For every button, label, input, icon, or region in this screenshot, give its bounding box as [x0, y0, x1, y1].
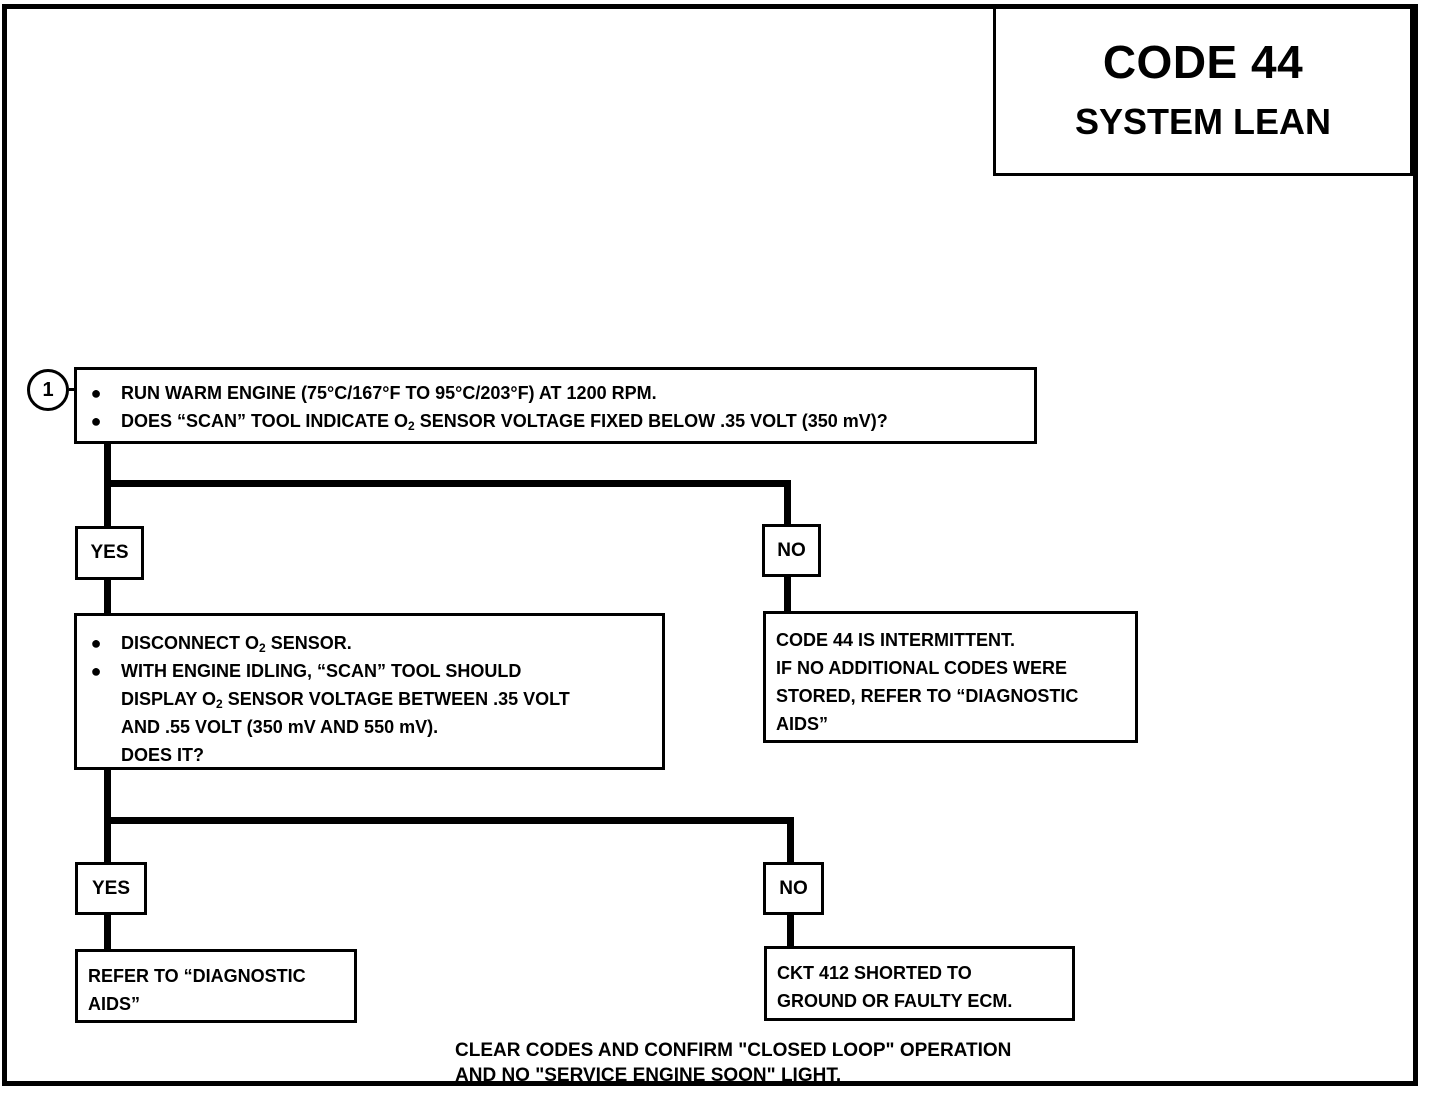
result-no-line1: CKT 412 SHORTED TO: [777, 963, 972, 983]
result-yes-line1: REFER TO “DIAGNOSTIC: [88, 966, 306, 986]
footer-note: CLEAR CODES AND CONFIRM "CLOSED LOOP" OP…: [455, 1038, 1011, 1088]
branch2-yes-label: YES: [75, 862, 147, 915]
connector-branch1-horizontal: [104, 480, 791, 487]
connector-yes2-down: [104, 915, 111, 950]
outer-frame: [2, 4, 1418, 1086]
result-yes-line2: AIDS”: [88, 994, 141, 1014]
step2-line4: AND .55 VOLT (350 mV AND 550 mV).: [121, 717, 439, 737]
step1-line1: ● RUN WARM ENGINE (75°C/167°F TO 95°C/20…: [77, 379, 1034, 407]
step2-box: ● DISCONNECT O2 SENSOR. ● WITH ENGINE ID…: [74, 613, 665, 770]
title-block: CODE 44 SYSTEM LEAN: [993, 6, 1413, 176]
connector-no1-down: [784, 577, 791, 612]
step2-line5: DOES IT?: [121, 745, 205, 765]
step1-line2: ● DOES “SCAN” TOOL INDICATE O2 SENSOR VO…: [77, 407, 1034, 435]
intermittent-result-box: CODE 44 IS INTERMITTENT. IF NO ADDITIONA…: [763, 611, 1138, 743]
step-number-badge: 1: [27, 369, 69, 411]
step2-line3: DISPLAY O2 SENSOR VOLTAGE BETWEEN .35 VO…: [121, 689, 570, 711]
connector-yes1-down: [104, 580, 111, 614]
code-title: CODE 44: [1102, 36, 1304, 88]
connector-no2-down: [787, 915, 794, 948]
intermittent-line2: IF NO ADDITIONAL CODES WERE: [776, 658, 1068, 678]
footer-line2: AND NO "SERVICE ENGINE SOON" LIGHT.: [455, 1065, 842, 1086]
diagnostic-aids-result-box: REFER TO “DIAGNOSTIC AIDS”: [75, 949, 357, 1023]
ckt-shorted-result-box: CKT 412 SHORTED TO GROUND OR FAULTY ECM.: [764, 946, 1075, 1021]
connector-step2-down: [104, 770, 111, 862]
bullet-icon: ●: [90, 411, 102, 431]
intermittent-line3: STORED, REFER TO “DIAGNOSTIC: [776, 686, 1079, 706]
result-no-line2: GROUND OR FAULTY ECM.: [777, 991, 1013, 1011]
connector-branch2-horizontal: [104, 817, 794, 824]
connector-branch1-no-down: [784, 480, 791, 525]
connector-branch2-no-down: [787, 817, 794, 862]
branch1-no-label: NO: [762, 524, 821, 577]
intermittent-line1: CODE 44 IS INTERMITTENT.: [776, 630, 1016, 650]
bullet-icon: ●: [90, 661, 102, 681]
code-subtitle: SYSTEM LEAN: [1074, 101, 1332, 142]
bullet-icon: ●: [90, 383, 102, 403]
bullet-icon: ●: [90, 633, 102, 653]
branch1-yes-label: YES: [75, 526, 144, 580]
step2-line1: ● DISCONNECT O2 SENSOR.: [77, 629, 662, 657]
step2-line2: ● WITH ENGINE IDLING, “SCAN” TOOL SHOULD: [77, 657, 662, 685]
branch2-no-label: NO: [763, 862, 824, 915]
step-badge-connector: [69, 388, 75, 391]
step1-box: ● RUN WARM ENGINE (75°C/167°F TO 95°C/20…: [74, 367, 1037, 444]
intermittent-line4: AIDS”: [776, 714, 829, 734]
footer-line1: CLEAR CODES AND CONFIRM "CLOSED LOOP" OP…: [455, 1040, 1012, 1061]
